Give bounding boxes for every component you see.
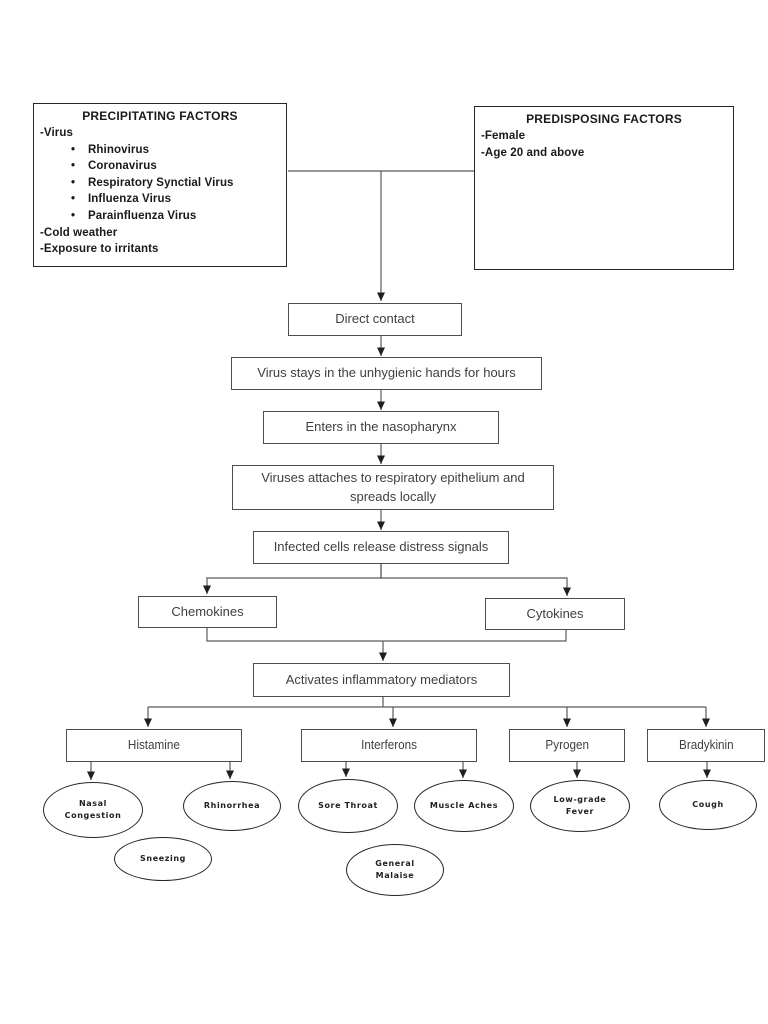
mediator-label: Interferons bbox=[361, 737, 417, 753]
symptom-muscle-aches: Muscle Aches bbox=[414, 780, 514, 832]
precipitating-item-cold-weather: -Cold weather bbox=[40, 226, 118, 239]
flow-step-attaches-epithelium: Viruses attaches to respiratory epitheli… bbox=[232, 465, 554, 510]
flow-step-label: Direct contact bbox=[335, 311, 415, 327]
symptom-label: Muscle Aches bbox=[429, 800, 499, 810]
symptom-cough: Cough bbox=[659, 780, 757, 830]
precipitating-virus-item: Respiratory Synctial Virus bbox=[40, 175, 280, 192]
connector-merge-chemo-cyto bbox=[206, 628, 567, 642]
mediator-histamine: Histamine bbox=[66, 729, 242, 762]
symptom-label: Low-grade Fever bbox=[553, 794, 607, 816]
flow-step-label: Virus stays in the unhygienic hands for … bbox=[257, 365, 516, 381]
symptom-general-malaise: General Malaise bbox=[346, 844, 444, 896]
flow-step-chemokines: Chemokines bbox=[138, 596, 277, 628]
symptom-sneezing: Sneezing bbox=[114, 837, 212, 881]
symptom-label: Cough bbox=[692, 799, 724, 809]
flow-step-direct-contact: Direct contact bbox=[288, 303, 462, 336]
predisposing-item-age: -Age 20 and above bbox=[481, 146, 585, 159]
mediator-interferons: Interferons bbox=[301, 729, 477, 762]
flow-step-enters-nasopharynx: Enters in the nasopharynx bbox=[263, 411, 499, 444]
predisposing-factors-box: PREDISPOSING FACTORS -Female -Age 20 and… bbox=[474, 106, 734, 270]
symptom-label: Sore Throat bbox=[318, 800, 378, 810]
flow-step-activates-mediators: Activates inflammatory mediators bbox=[253, 663, 510, 697]
flow-step-label: Infected cells release distress signals bbox=[273, 539, 489, 555]
symptom-label: Nasal Congestion bbox=[64, 798, 122, 820]
symptom-label: Rhinorrhea bbox=[203, 800, 261, 810]
flow-step-cytokines: Cytokines bbox=[485, 598, 625, 630]
precipitating-virus-item: Coronavirus bbox=[40, 158, 280, 175]
mediator-pyrogen: Pyrogen bbox=[509, 729, 625, 762]
precipitating-item-irritants: -Exposure to irritants bbox=[40, 243, 159, 256]
precipitating-item-virus: -Virus bbox=[40, 127, 73, 139]
precipitating-virus-item: Rhinovirus bbox=[40, 142, 280, 159]
predisposing-factors-title: PREDISPOSING FACTORS bbox=[526, 112, 682, 126]
precipitating-factors-title: PRECIPITATING FACTORS bbox=[82, 109, 238, 123]
precipitating-virus-item: Influenza Virus bbox=[40, 191, 280, 208]
flow-step-label: Chemokines bbox=[171, 603, 244, 619]
mediator-label: Bradykinin bbox=[678, 737, 734, 753]
symptom-nasal-congestion: Nasal Congestion bbox=[43, 782, 143, 838]
symptom-low-grade-fever: Low-grade Fever bbox=[530, 780, 630, 832]
flow-step-label: Activates inflammatory mediators bbox=[285, 671, 478, 687]
mediator-bradykinin: Bradykinin bbox=[647, 729, 765, 762]
symptom-label: Sneezing bbox=[140, 853, 186, 863]
flow-step-label: Viruses attaches to respiratory epitheli… bbox=[261, 470, 525, 504]
symptom-label: General Malaise bbox=[375, 858, 415, 880]
precipitating-factors-box: PRECIPITATING FACTORS -Virus Rhinovirus … bbox=[33, 103, 287, 267]
symptom-rhinorrhea: Rhinorrhea bbox=[183, 781, 281, 831]
mediator-label: Histamine bbox=[127, 737, 181, 753]
mediator-label: Pyrogen bbox=[545, 737, 589, 753]
flow-step-label: Cytokines bbox=[526, 605, 584, 621]
connector-distress-to-cytokines bbox=[380, 564, 571, 596]
precipitating-virus-item: Parainfluenza Virus bbox=[40, 208, 280, 225]
flow-step-label: Enters in the nasopharynx bbox=[305, 419, 457, 435]
symptom-sore-throat: Sore Throat bbox=[298, 779, 398, 833]
predisposing-item-female: -Female bbox=[481, 130, 526, 142]
connector-distress-to-chemokines bbox=[203, 564, 382, 594]
flow-step-distress-signals: Infected cells release distress signals bbox=[253, 531, 509, 564]
flow-step-virus-stays: Virus stays in the unhygienic hands for … bbox=[231, 357, 542, 390]
